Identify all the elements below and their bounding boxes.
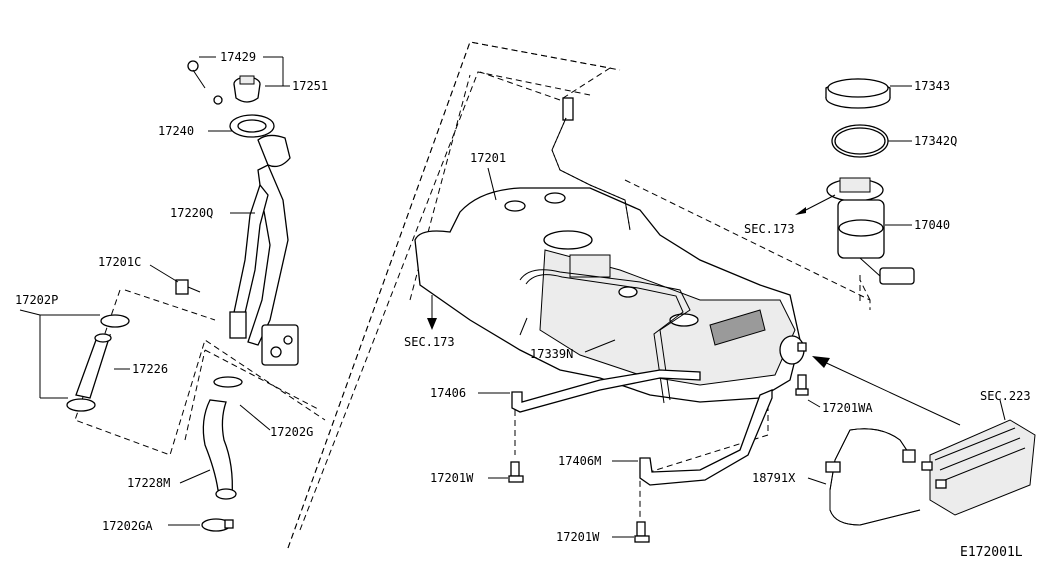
label-17226: 17226 — [132, 362, 168, 376]
canister — [921, 399, 1036, 516]
lock-ring-17343 — [825, 78, 912, 109]
label-17339N: 17339N — [530, 347, 573, 361]
bolt-17201C — [149, 264, 201, 295]
label-sec173-right: SEC.173 — [744, 222, 795, 236]
leader-17339N — [519, 317, 616, 353]
label-17201: 17201 — [470, 151, 506, 165]
label-17406M: 17406M — [558, 454, 601, 468]
bolt-17201WA — [779, 335, 821, 408]
label-17240: 17240 — [158, 124, 194, 138]
label-17040: 17040 — [914, 218, 950, 232]
label-17406: 17406 — [430, 386, 466, 400]
label-17201W-b: 17201W — [556, 530, 600, 544]
label-leader-17429 — [199, 56, 290, 87]
label-17201C: 17201C — [98, 255, 141, 269]
filler-cap-assembly — [187, 60, 261, 105]
fuel-tank-17201 — [414, 167, 801, 404]
label-17429: 17429 — [220, 50, 256, 64]
gasket-17240 — [208, 114, 275, 138]
fuel-pump-17040 — [795, 177, 915, 285]
label-17202G: 17202G — [270, 425, 313, 439]
hose-18791X — [807, 428, 921, 526]
o-ring-17342Q — [831, 124, 912, 158]
sec173-left-arrow — [427, 295, 437, 330]
label-sec223: SEC.223 — [980, 389, 1031, 403]
sec223-arrow — [812, 356, 961, 426]
label-17220Q: 17220Q — [170, 206, 213, 220]
label-17201WA: 17201WA — [822, 401, 873, 415]
label-17343: 17343 — [914, 79, 950, 93]
label-17342Q: 17342Q — [914, 134, 957, 148]
label-17201W-a: 17201W — [430, 471, 474, 485]
leader-17202P — [19, 309, 100, 399]
bracket-17406 — [478, 369, 701, 413]
bolt-17201W-b — [612, 521, 650, 543]
label-17251: 17251 — [292, 79, 328, 93]
hose-17226 — [66, 314, 130, 412]
label-18791X: 18791X — [752, 471, 796, 485]
filler-tube-17220Q — [229, 134, 299, 366]
label-sec173-left: SEC.173 — [404, 335, 455, 349]
vent-tube — [551, 97, 631, 231]
label-17202P: 17202P — [15, 293, 58, 307]
hose-17228M — [168, 376, 271, 532]
bracket-17406M — [612, 389, 773, 486]
diagram-id: E172001L — [960, 545, 1023, 560]
bolt-17201W-a — [488, 461, 524, 483]
label-17202GA: 17202GA — [102, 519, 153, 533]
label-17228M: 17228M — [127, 476, 170, 490]
